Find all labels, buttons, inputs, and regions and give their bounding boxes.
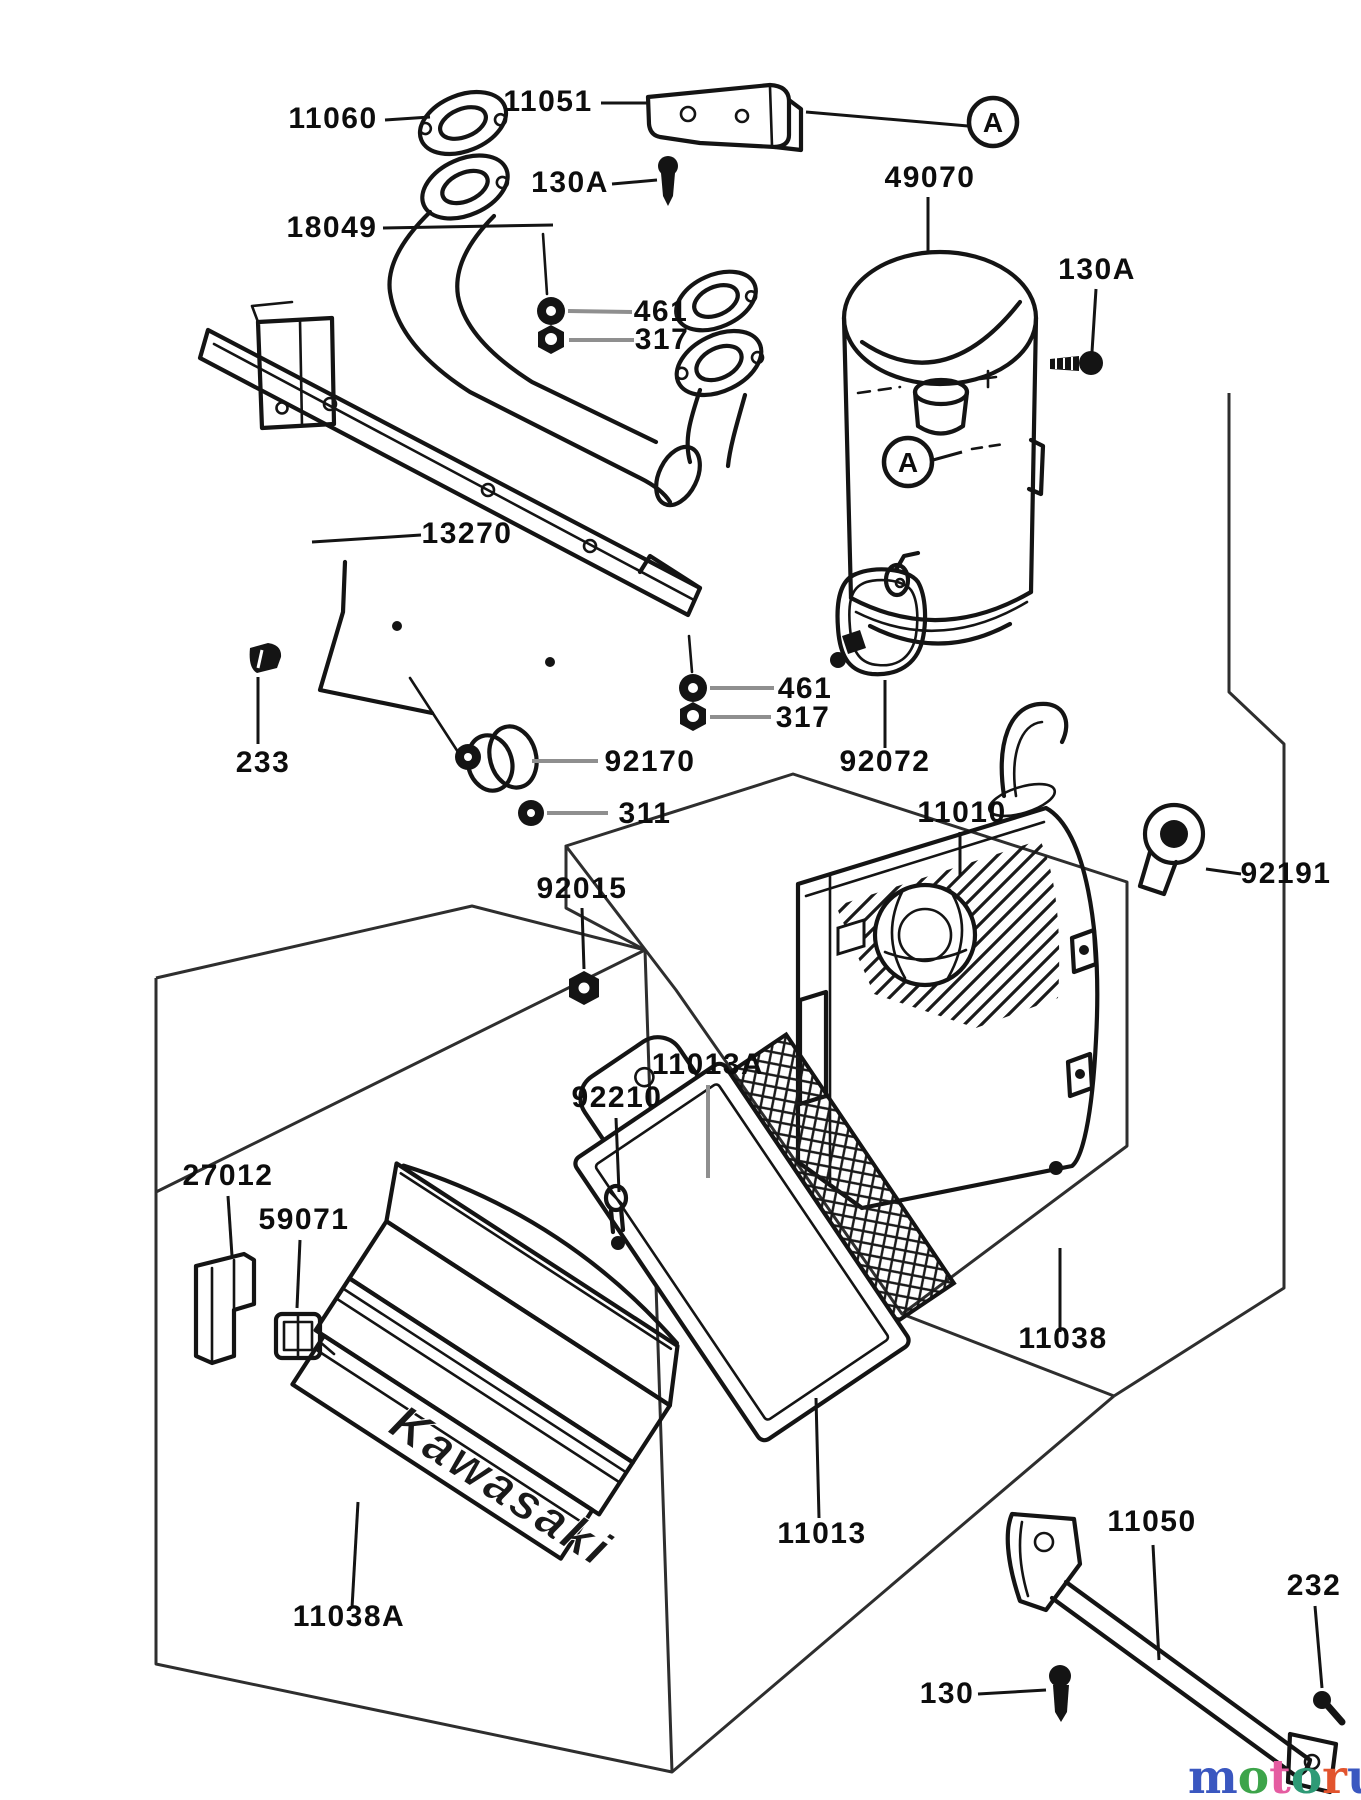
part-label-11013: 11013 <box>777 1517 866 1550</box>
part-label-11038A: 11038A <box>293 1600 405 1633</box>
stay-13270 <box>197 300 703 754</box>
assembly-boundary-outlines <box>154 393 1286 1774</box>
part-label-92210: 92210 <box>572 1081 663 1114</box>
part-label-18049: 18049 <box>287 211 378 244</box>
screw-92210 <box>603 1183 629 1250</box>
nut-92015 <box>569 971 599 1005</box>
part-label-49070: 49070 <box>885 161 976 194</box>
bolt-311 <box>518 800 544 826</box>
nut-317-a <box>538 325 564 354</box>
logo-letter: t <box>1269 1750 1291 1800</box>
part-label-92072: 92072 <box>840 745 931 778</box>
part-label-317-a: 317 <box>635 323 690 356</box>
part-label-92191: 92191 <box>1241 857 1332 890</box>
part-label-130: 130 <box>920 1677 975 1710</box>
part-label-232: 232 <box>1287 1569 1342 1602</box>
motoruf-logo-link[interactable]: motoruf.de <box>1188 1750 1361 1800</box>
logo-letter: o <box>1291 1750 1322 1800</box>
exhaust-pipe-18049 <box>387 153 765 674</box>
part-label-92015: 92015 <box>537 872 628 905</box>
svg-text:A: A <box>898 447 918 478</box>
logo-letter: r <box>1322 1750 1348 1800</box>
detail-marker-A2: A <box>881 435 1006 489</box>
part-label-311: 311 <box>619 797 672 830</box>
part-label-11013A: 11013A <box>652 1048 764 1081</box>
washer-461-a <box>537 297 565 325</box>
grommet-92191 <box>1137 802 1206 897</box>
bolt-130 <box>1049 1665 1071 1722</box>
nut-317-b <box>680 702 706 731</box>
leader-lines <box>226 101 1324 1696</box>
clamp-92072 <box>830 550 928 677</box>
logo-letter: m <box>1188 1750 1238 1800</box>
bolt-130A-top <box>658 156 678 206</box>
logo-letter: o <box>1238 1750 1269 1800</box>
air-cleaner-case-11038 <box>795 701 1100 1211</box>
gasket-11060 <box>417 89 509 157</box>
bracket-27012 <box>193 1251 257 1366</box>
part-label-130A-right: 130A <box>1058 253 1136 286</box>
part-label-11010: 11010 <box>917 796 1006 829</box>
part-label-92170: 92170 <box>605 745 696 778</box>
part-label-11050: 11050 <box>1107 1505 1196 1538</box>
bracket-11051 <box>645 82 804 153</box>
stay-rod-11050 <box>1005 1511 1339 1795</box>
clip-59071 <box>273 1311 336 1361</box>
part-label-59071: 59071 <box>259 1203 350 1236</box>
bolt-130A-right <box>1050 351 1103 375</box>
clamp-233 <box>249 643 282 673</box>
logo-letter: u <box>1347 1750 1361 1800</box>
detail-marker-A1: A <box>805 95 1020 149</box>
washer-461-b <box>679 674 707 702</box>
part-label-27012: 27012 <box>183 1159 274 1192</box>
part-label-461-b: 461 <box>778 672 833 705</box>
part-label-461-a: 461 <box>634 295 689 328</box>
svg-text:A: A <box>983 107 1003 138</box>
part-number-labels: 11060 11051 130A 49070 130A 18049 461 31… <box>183 85 1342 1710</box>
screw-232 <box>1313 1691 1346 1726</box>
embossed-brand-text: Kawasaki <box>380 1394 622 1578</box>
part-label-11051: 11051 <box>503 85 592 118</box>
part-label-317-b: 317 <box>776 701 831 734</box>
part-label-11038: 11038 <box>1018 1322 1107 1355</box>
holder-92170 <box>455 724 539 793</box>
part-label-13270: 13270 <box>422 517 513 550</box>
muffler-49070 <box>841 249 1046 646</box>
element-panel-11013 <box>573 1061 911 1443</box>
part-label-130A-top: 130A <box>531 166 609 199</box>
air-cleaner-cover-11038A <box>290 1161 680 1561</box>
part-label-11060: 11060 <box>288 102 377 135</box>
part-label-233: 233 <box>236 746 291 779</box>
